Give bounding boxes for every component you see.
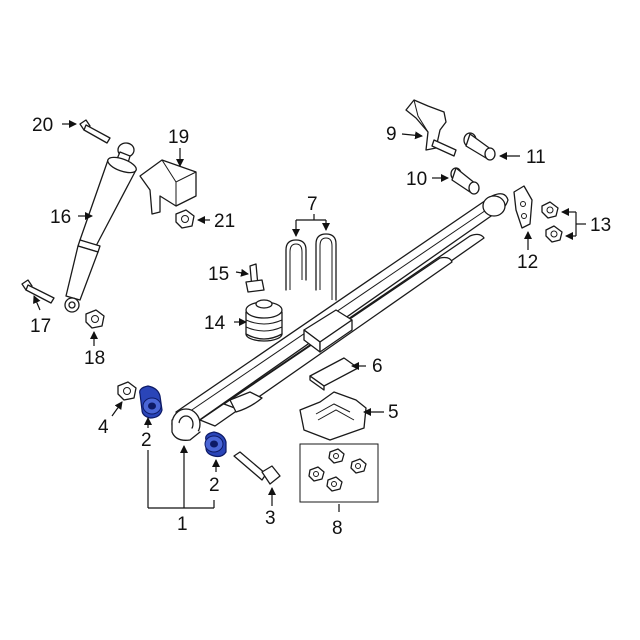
- u-bolts[interactable]: [285, 233, 337, 301]
- shock-absorber[interactable]: [64, 142, 138, 313]
- spring-seat[interactable]: [299, 391, 367, 441]
- nut-kit[interactable]: [299, 443, 379, 503]
- bushing-2-left[interactable]: [139, 385, 163, 419]
- nut-kit-nut: [326, 476, 343, 492]
- bolt-10[interactable]: [450, 167, 480, 195]
- callout-18: 18: [84, 348, 105, 369]
- nut-21[interactable]: [175, 209, 195, 229]
- callout-6: 6: [372, 356, 383, 377]
- callout-21: 21: [214, 211, 235, 232]
- callout-2-left: 2: [141, 430, 152, 451]
- nut-kit-nut: [328, 448, 345, 464]
- nut-13-upper[interactable]: [541, 201, 559, 219]
- bolt-20[interactable]: [79, 119, 111, 144]
- callout-5: 5: [388, 402, 399, 423]
- nut-kit-nut: [308, 466, 325, 482]
- callout-11: 11: [526, 147, 546, 168]
- callout-3: 3: [265, 508, 276, 529]
- callout-20: 20: [32, 115, 53, 136]
- spring-hanger[interactable]: [513, 185, 533, 229]
- jounce-bumper[interactable]: [245, 299, 283, 342]
- callout-4: 4: [98, 417, 109, 438]
- bushing-2-right[interactable]: [204, 431, 227, 458]
- callout-2-right: 2: [209, 475, 220, 496]
- callout-labels: 1 2 2 3 4 5 6 7 8 9 10 11 12 13 14 15 16…: [30, 115, 611, 539]
- callout-15: 15: [208, 264, 229, 285]
- leaf-spring[interactable]: [171, 193, 509, 441]
- callout-17: 17: [30, 316, 51, 337]
- nut-kit-nut: [350, 458, 367, 474]
- bolt-3[interactable]: [233, 451, 281, 485]
- leader-lines: [33, 120, 586, 512]
- spacer-plate[interactable]: [309, 357, 359, 391]
- callout-12: 12: [517, 252, 538, 273]
- bolt-17[interactable]: [21, 279, 55, 304]
- nut-13-lower[interactable]: [545, 225, 563, 243]
- callout-8: 8: [332, 518, 343, 539]
- callout-16: 16: [50, 207, 71, 228]
- shackle[interactable]: [405, 99, 457, 157]
- callout-19: 19: [168, 127, 189, 148]
- nut-4[interactable]: [117, 381, 137, 401]
- nut-18[interactable]: [85, 309, 105, 329]
- bolt-15[interactable]: [245, 263, 265, 293]
- callout-14: 14: [204, 313, 226, 334]
- callout-10: 10: [406, 169, 427, 190]
- shock-bracket[interactable]: [139, 159, 197, 215]
- bolt-11[interactable]: [463, 132, 496, 161]
- callout-13: 13: [590, 215, 611, 236]
- callout-1: 1: [177, 514, 188, 535]
- callout-9: 9: [386, 124, 397, 145]
- callout-7: 7: [307, 194, 318, 215]
